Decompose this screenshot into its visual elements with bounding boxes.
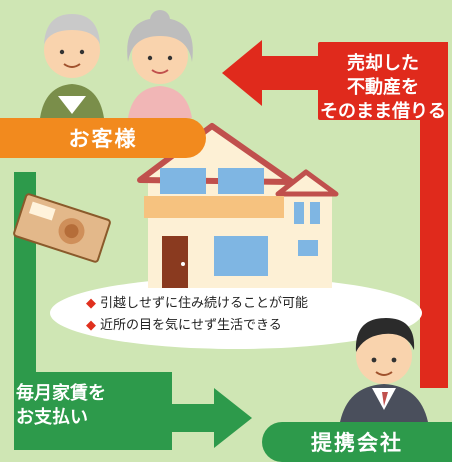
benefit-text: 近所の目を気にせず生活できる — [100, 318, 282, 333]
benefits-list: ◆ 引越しせずに住み続けることが可能 ◆ 近所の目を気にせず生活できる — [86, 293, 386, 337]
diamond-bullet-icon: ◆ — [86, 296, 96, 311]
diamond-bullet-icon: ◆ — [86, 318, 96, 333]
elderly-man-icon — [40, 14, 104, 118]
banknote-icon — [13, 193, 111, 263]
businessman-icon — [340, 318, 428, 422]
sale-arrow — [222, 40, 448, 388]
benefit-text: 引越しせずに住み続けることが可能 — [100, 296, 309, 311]
rent-line-2: お支払い — [16, 407, 88, 428]
benefit-item: ◆ 引越しせずに住み続けることが可能 — [86, 293, 386, 315]
rent-arrow-text: 毎月家賃を お支払い — [16, 382, 166, 430]
client-label: お客様 — [0, 118, 206, 158]
green-arrowhead-icon — [214, 388, 252, 448]
red-arrowhead-icon — [222, 40, 262, 106]
rent-arrow — [14, 172, 252, 450]
sale-line-3: そのまま借りる — [320, 101, 446, 122]
sale-line-1: 売却した — [347, 53, 419, 74]
partner-label: 提携会社 — [262, 422, 452, 462]
sale-line-2: 不動産を — [347, 77, 419, 98]
benefit-item: ◆ 近所の目を気にせず生活できる — [86, 315, 386, 337]
elderly-woman-icon — [127, 10, 193, 118]
benefits-backdrop — [50, 277, 422, 349]
house-icon — [137, 123, 339, 288]
rent-line-1: 毎月家賃を — [16, 383, 106, 404]
sale-arrow-text: 売却した 不動産を そのまま借りる — [318, 52, 448, 124]
